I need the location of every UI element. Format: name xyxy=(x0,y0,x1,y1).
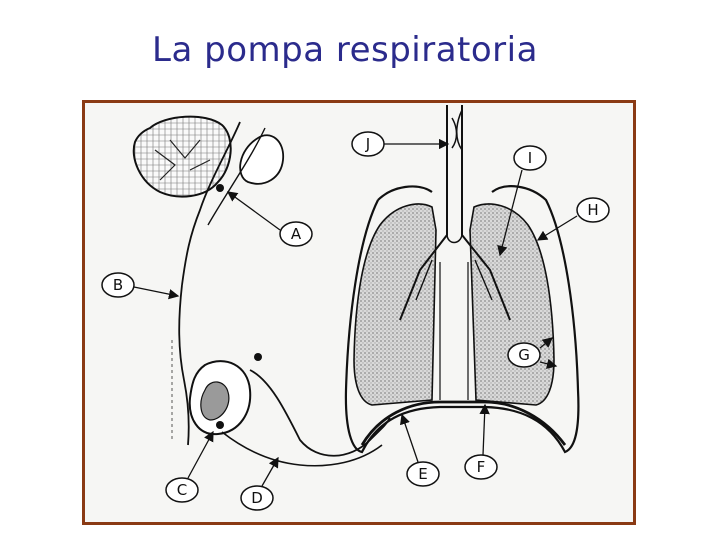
motor-neuron-dot xyxy=(254,353,262,361)
arrow-F xyxy=(479,403,490,456)
label-D: D xyxy=(240,456,279,511)
label-A: A xyxy=(226,191,313,247)
svg-text:A: A xyxy=(291,225,302,243)
upper-airway-wall xyxy=(451,117,458,149)
diaphragm xyxy=(360,400,567,446)
label-C: C xyxy=(165,430,214,503)
arrow-G-lower xyxy=(539,358,558,369)
trachea xyxy=(399,105,511,400)
arrow-D xyxy=(261,456,279,487)
label-G: G xyxy=(507,337,558,369)
svg-text:H: H xyxy=(587,201,598,219)
svg-text:D: D xyxy=(251,489,263,507)
label-H: H xyxy=(536,197,610,241)
brainstem xyxy=(181,121,284,286)
svg-text:J: J xyxy=(365,135,370,153)
label-E: E xyxy=(400,413,440,487)
svg-text:I: I xyxy=(528,149,532,167)
label-F: F xyxy=(464,403,498,480)
arrow-I xyxy=(497,169,523,257)
arrow-C xyxy=(187,430,214,479)
phrenic-nerve xyxy=(221,369,391,467)
respiratory-center-dot xyxy=(216,184,224,192)
svg-text:E: E xyxy=(418,465,427,483)
arrow-H xyxy=(536,215,578,241)
spinal-segment xyxy=(188,360,252,436)
label-B: B xyxy=(101,272,180,300)
arrow-G-upper xyxy=(539,337,553,349)
label-J: J xyxy=(351,131,450,157)
spinal-cord xyxy=(171,284,190,446)
right-lung xyxy=(469,203,555,406)
svg-text:B: B xyxy=(113,276,123,294)
svg-text:G: G xyxy=(518,346,530,364)
arrow-B xyxy=(133,286,180,300)
svg-text:F: F xyxy=(477,458,486,476)
thorax xyxy=(344,185,580,454)
slide-title: La pompa respiratoria xyxy=(152,30,538,70)
svg-text:C: C xyxy=(177,481,187,499)
arrow-E xyxy=(400,413,419,463)
cerebellum xyxy=(132,115,232,198)
label-I: I xyxy=(497,145,547,257)
left-lung xyxy=(353,203,437,406)
arrow-A xyxy=(226,191,281,231)
phrenic-root-dot xyxy=(216,421,224,429)
